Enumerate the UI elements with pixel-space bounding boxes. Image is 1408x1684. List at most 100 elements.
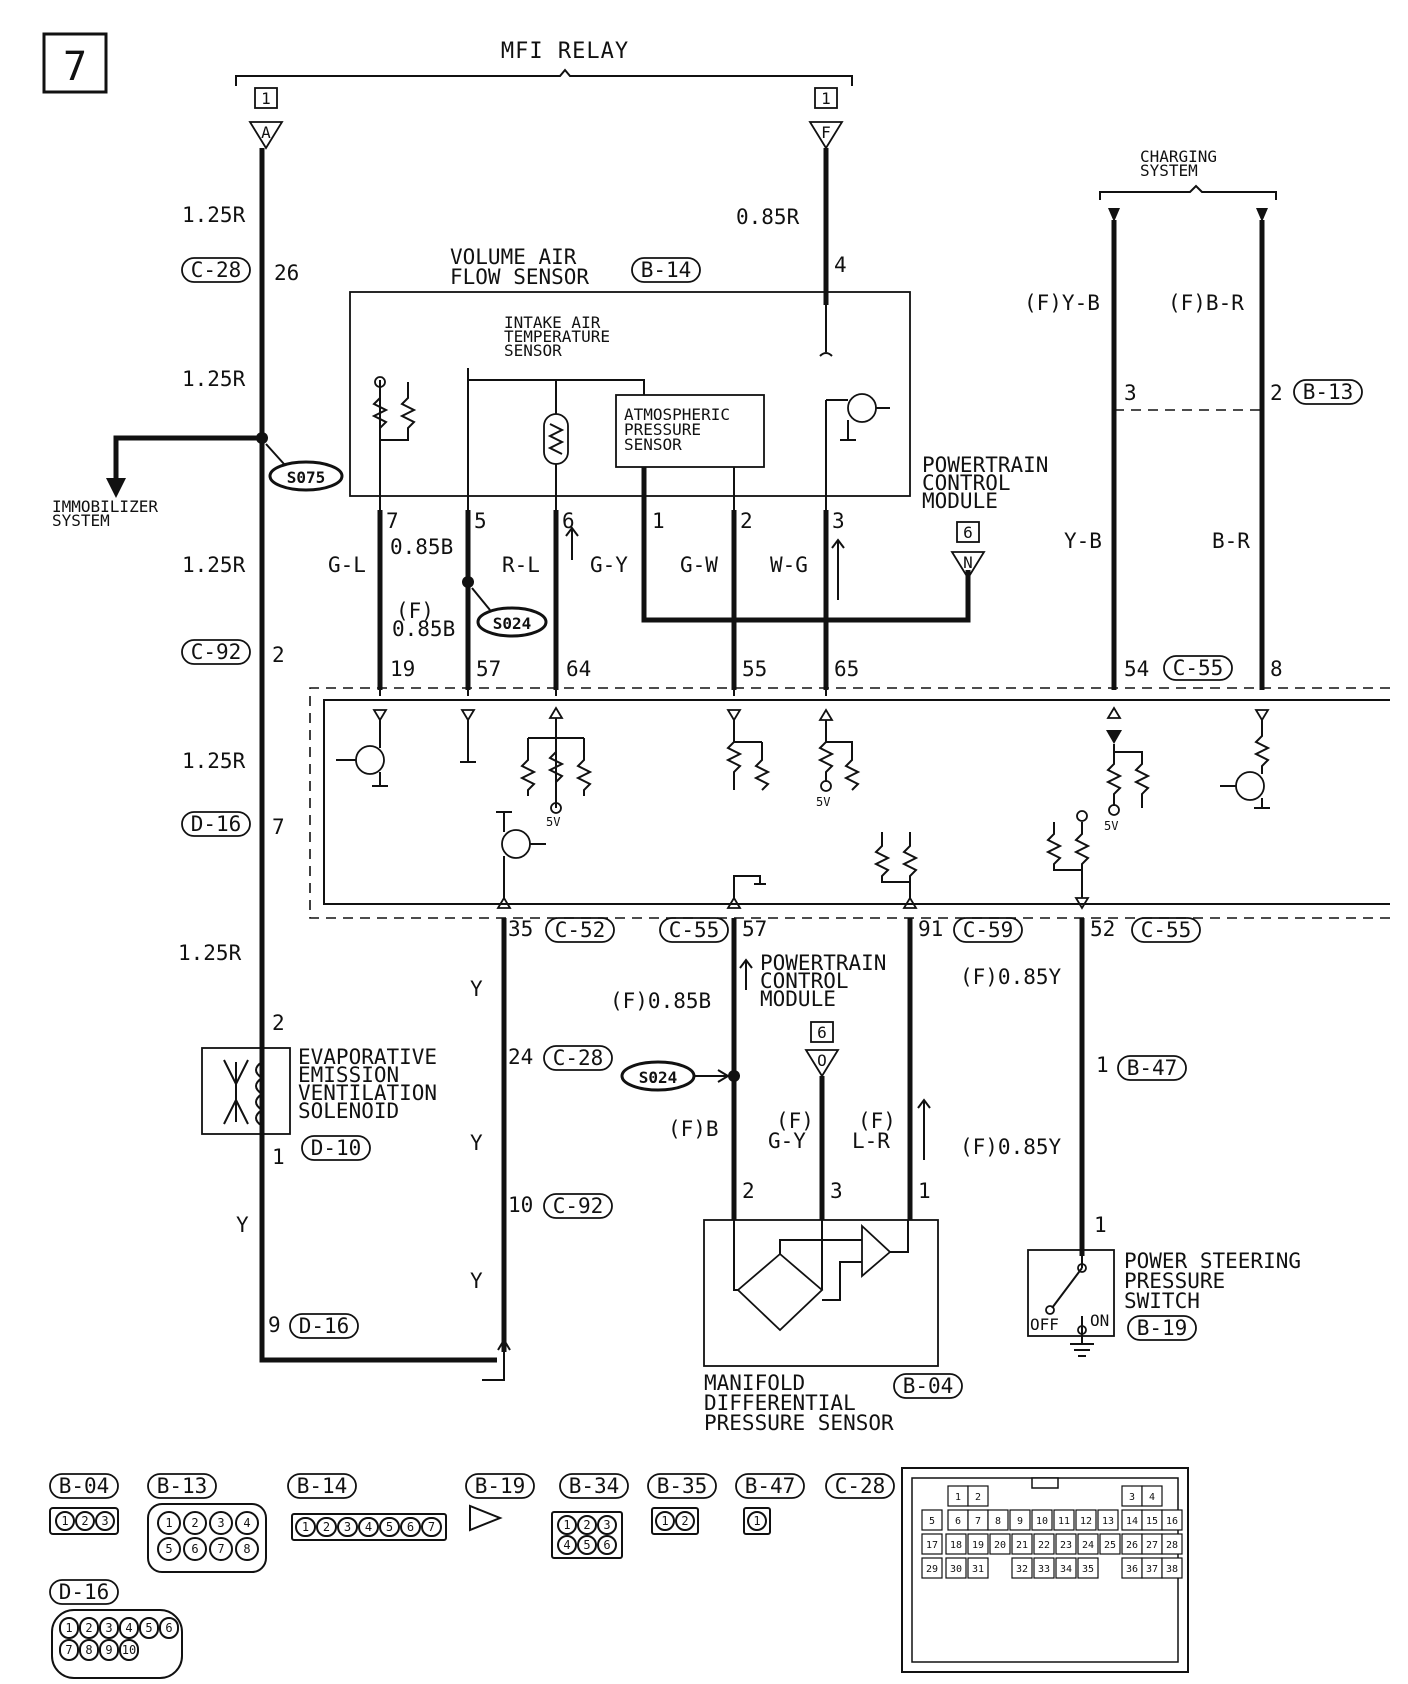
- pcm-57b-output: [726, 896, 742, 909]
- pin-evap-2: 2: [272, 1011, 285, 1035]
- splice-s024-dot-upper: [462, 576, 474, 588]
- pin-19: 19: [390, 657, 415, 681]
- conn-c28-badge: [181, 257, 251, 283]
- wire-to-immobilizer: [113, 435, 262, 480]
- svg-text:27: 27: [1146, 1540, 1158, 1551]
- connector-pin: 35: [1077, 1557, 1099, 1579]
- pin-evap-1: 1: [272, 1145, 285, 1169]
- connector-pin: 13: [1097, 1509, 1119, 1531]
- pcm-8-input: [1254, 709, 1270, 722]
- pcm-54-resistors: [1105, 744, 1151, 808]
- svg-text:3: 3: [101, 1514, 108, 1528]
- terminal-f-arrow: [808, 121, 844, 150]
- iat-label-3: SENSOR: [504, 341, 562, 360]
- connector-b19-face: [469, 1504, 503, 1532]
- connector-pin: 32: [1011, 1557, 1033, 1579]
- svg-text:1: 1: [61, 1514, 68, 1528]
- connector-pin: 8: [79, 1639, 99, 1661]
- vaf-7-supply: [374, 376, 386, 388]
- pin-35: 35: [508, 917, 533, 941]
- conn-b13-badge: [1293, 379, 1363, 405]
- svg-text:4: 4: [125, 1621, 132, 1635]
- pin-d16-7: 7: [272, 815, 285, 839]
- svg-text:1: 1: [563, 1518, 570, 1532]
- splice-s024-label-lower: S024: [639, 1068, 678, 1087]
- wire-label-g-w: G-W: [680, 553, 718, 577]
- pss-label-3: SWITCH: [1124, 1289, 1200, 1313]
- pcm-upper-label-1: POWERTRAIN: [922, 453, 1048, 477]
- pin-d16-9: 9: [268, 1313, 281, 1337]
- legend-b47-label: B-47: [745, 1474, 796, 1498]
- svg-text:6: 6: [603, 1538, 610, 1552]
- vaf-title-1: VOLUME AIR: [450, 245, 577, 269]
- connector-pin: 23: [1055, 1533, 1077, 1555]
- connector-pin: 15: [1141, 1509, 1163, 1531]
- vaf-7-resistor: [371, 397, 389, 440]
- pcm-57-input: [460, 709, 476, 722]
- splice-s024-dot-lower: [728, 1070, 740, 1082]
- svg-text:7: 7: [217, 1542, 224, 1556]
- pcm-54-diode: [1106, 730, 1122, 744]
- label-5v-1: 5V: [546, 815, 560, 829]
- pin-b47-1: 1: [1096, 1053, 1109, 1077]
- svg-text:8: 8: [85, 1643, 92, 1657]
- arrow-up-pcm-lower: [739, 958, 753, 990]
- pcm-52-resistors: [1045, 822, 1091, 898]
- wire-label-f-0-85b-2: 0.85B: [392, 617, 455, 641]
- thermistor-zigzag: [547, 423, 565, 455]
- vaf-3-ground: [840, 420, 856, 441]
- wire-label-1-25r-d: 1.25R: [182, 749, 246, 773]
- connector-pin: 7: [59, 1639, 79, 1661]
- svg-text:11: 11: [1058, 1516, 1070, 1527]
- iat-label-1: INTAKE AIR: [504, 313, 601, 332]
- pss-contact-on: [1077, 1325, 1087, 1335]
- pin-57: 57: [476, 657, 501, 681]
- wire-label-f-0-85b-1: (F): [396, 599, 434, 623]
- svg-text:4: 4: [365, 1520, 372, 1534]
- pcm-19-input: [372, 709, 388, 722]
- connector-pin: 9: [99, 1639, 119, 1661]
- pin-7: 7: [386, 509, 399, 533]
- connector-pin: 3: [99, 1617, 119, 1639]
- evap-valve-symbol: [223, 1059, 249, 1125]
- conn-c55c-badge: [1131, 917, 1201, 943]
- evap-label-4: SOLENOID: [298, 1099, 399, 1123]
- pcm-64-resistors: [519, 718, 593, 808]
- svg-text:1: 1: [955, 1492, 961, 1503]
- terminal-o-arrow: [804, 1049, 840, 1078]
- connector-pin: 19: [967, 1533, 989, 1555]
- terminal-a-label: A: [261, 123, 271, 142]
- pin-55: 55: [742, 657, 767, 681]
- connector-pin: 7: [421, 1517, 442, 1537]
- wire-label-f-b-r: (F)B-R: [1168, 291, 1244, 315]
- conn-d16b-badge: [289, 1313, 359, 1339]
- svg-text:3: 3: [603, 1518, 610, 1532]
- svg-text:1: 1: [165, 1516, 172, 1530]
- pin-pss-1: 1: [1094, 1213, 1107, 1237]
- wire-vaf-3: [825, 399, 890, 696]
- connector-pin: 2: [675, 1511, 695, 1531]
- connector-pin: 22: [1033, 1533, 1055, 1555]
- splice-s024-pointer-lower: [694, 1069, 730, 1083]
- svg-text:28: 28: [1166, 1540, 1178, 1551]
- conn-c52-badge: [545, 917, 615, 943]
- connector-pin: 1: [557, 1515, 577, 1535]
- connector-pin: 4: [119, 1617, 139, 1639]
- terminal-n-arrow: [950, 551, 986, 580]
- pss-label-2: PRESSURE: [1124, 1269, 1225, 1293]
- connector-pin: 10: [1031, 1509, 1053, 1531]
- vaf-transistor: [847, 393, 877, 423]
- svg-text:2: 2: [85, 1621, 92, 1635]
- vaf-7-resistor-2: [380, 382, 417, 441]
- svg-text:24: 24: [1082, 1540, 1094, 1551]
- svg-text:10: 10: [122, 1643, 136, 1657]
- wire-label-f-b: (F)B: [668, 1117, 719, 1141]
- charging-arrow-left: [1108, 208, 1120, 222]
- conn-d10-label: D-10: [311, 1136, 362, 1160]
- connector-pin: 30: [945, 1557, 967, 1579]
- fuse-right-box: [814, 87, 838, 109]
- pin-6: 6: [562, 509, 575, 533]
